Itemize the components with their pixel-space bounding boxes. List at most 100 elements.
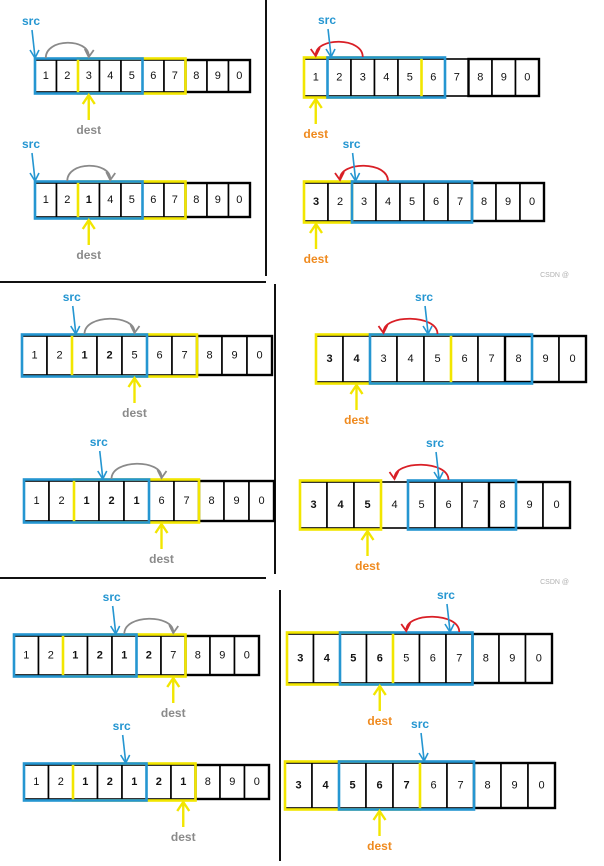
cell-value: 9: [231, 350, 237, 362]
array-cell: [86, 635, 113, 676]
cell-value: 0: [236, 194, 242, 206]
cell-value: 8: [206, 350, 212, 362]
array-cell: [471, 633, 500, 684]
cell-value: 4: [391, 499, 397, 511]
cell-value: 9: [501, 72, 507, 84]
src-pointer-head: [109, 625, 121, 636]
dest-label: dest: [367, 714, 392, 728]
cell-value: 0: [256, 350, 262, 362]
array-cell: [504, 335, 533, 383]
cell-value: 8: [195, 650, 201, 662]
cell-value: 8: [515, 353, 521, 365]
src-pointer-line: [424, 305, 429, 334]
dest-label: dest: [355, 559, 380, 573]
cell-value: 8: [193, 194, 199, 206]
dest-pointer-head: [349, 382, 364, 395]
array-cell: [450, 335, 479, 383]
dest-pointer-head: [166, 675, 181, 688]
array-cell: [96, 335, 123, 376]
cell-value: 7: [457, 196, 463, 208]
cell-value: 1: [121, 650, 127, 662]
dest-pointer-head: [154, 521, 169, 534]
dest-label: dest: [122, 406, 147, 420]
panel-dividers: [0, 0, 281, 861]
cell-value: 6: [156, 350, 162, 362]
cell-value: 1: [81, 350, 87, 362]
cell-value: 5: [407, 72, 413, 84]
array-cell: [326, 481, 355, 529]
copy-arrow: [314, 40, 364, 58]
copy-arrowhead: [105, 171, 116, 182]
src-label: src: [426, 436, 444, 450]
src-range-box: [406, 479, 518, 531]
cell-value: 2: [107, 776, 113, 788]
array-cell: [23, 480, 50, 522]
array-cell: [171, 335, 198, 376]
array-cell: [160, 635, 187, 676]
cell-value: 8: [477, 72, 483, 84]
cell-value: 6: [430, 653, 436, 665]
copy-arrowhead: [377, 324, 389, 335]
cell-value: 3: [86, 70, 92, 82]
cell-value: 8: [484, 780, 490, 792]
array-cell: [327, 182, 353, 222]
cell-value: 6: [150, 194, 156, 206]
cell-value: 7: [172, 194, 178, 206]
cell-value: 2: [64, 70, 70, 82]
cell-value: 0: [244, 650, 250, 662]
dest-label: dest: [344, 413, 369, 427]
copy-arrowhead: [83, 48, 95, 59]
cell-value: 5: [434, 353, 440, 365]
cell-value: 2: [108, 495, 114, 507]
array-cell: [423, 335, 452, 383]
src-pointer-line: [435, 451, 440, 480]
cell-value: 3: [313, 196, 319, 208]
cell-value: 0: [258, 495, 264, 507]
array-cell: [123, 480, 150, 522]
array-cell: [498, 633, 527, 684]
src-pointer-head: [433, 471, 444, 482]
cell-value: 9: [526, 499, 532, 511]
cell-value: 0: [236, 70, 242, 82]
array-cell: [527, 762, 556, 809]
cell-value: 1: [313, 72, 319, 84]
cell-value: 5: [350, 653, 356, 665]
cell-value: 7: [488, 353, 494, 365]
diagram-panels: 1 2 3 4 5 6 7 8 9 0 src dest 1 2 3 4 5 6 7 8 9 0 src dest 1 2 1 4 5 6…: [12, 13, 588, 853]
cell-value: 0: [569, 353, 575, 365]
cell-value: 7: [403, 780, 409, 792]
src-pointer-line: [327, 28, 332, 57]
watermark: CSDN @: [540, 579, 569, 586]
copy-arrow: [382, 317, 439, 335]
array-cell: [37, 635, 64, 676]
src-label: src: [318, 13, 336, 27]
cell-value: 5: [364, 499, 370, 511]
cell-value: 9: [215, 70, 221, 82]
cell-value: 6: [158, 495, 164, 507]
src-label: src: [411, 717, 429, 731]
cell-value: 1: [23, 650, 29, 662]
dest-pointer-head: [309, 221, 323, 234]
dest-label: dest: [76, 123, 101, 137]
src-pointer-line: [31, 152, 36, 181]
dest-label: dest: [76, 248, 101, 262]
cell-value: 0: [529, 196, 535, 208]
cell-value: 5: [403, 653, 409, 665]
src-pointer-head: [29, 172, 40, 183]
cell-value: 6: [430, 72, 436, 84]
src-range-box: [22, 478, 151, 524]
cell-value: 4: [337, 499, 344, 511]
cell-value: 9: [505, 196, 511, 208]
cell-value: 7: [456, 653, 462, 665]
cell-value: 2: [106, 350, 112, 362]
cell-value: 0: [254, 776, 260, 788]
cell-value: 4: [322, 780, 329, 792]
cell-value: 9: [215, 194, 221, 206]
cell-value: 4: [407, 353, 413, 365]
cell-value: 1: [43, 194, 49, 206]
